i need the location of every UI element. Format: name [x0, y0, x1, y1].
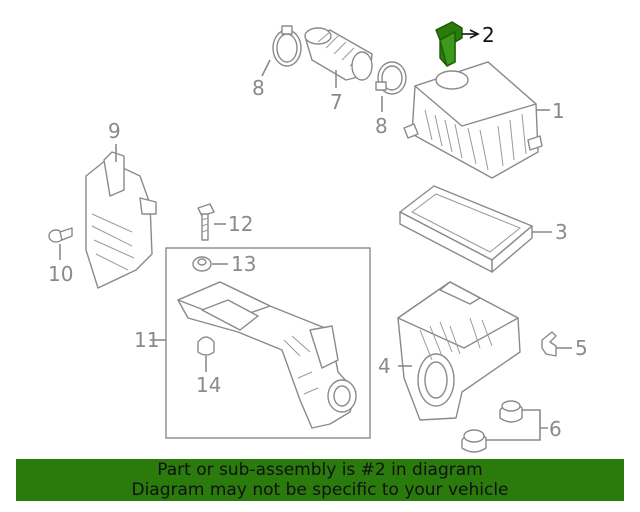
banner-line-1: Part or sub-assembly is #2 in diagram — [157, 460, 483, 480]
part-6-grommets[interactable] — [461, 400, 523, 453]
notice-banner: Part or sub-assembly is #2 in diagram Di… — [16, 459, 624, 501]
callout-6: 6 — [549, 417, 562, 441]
callout-10: 10 — [48, 262, 73, 286]
callout-3: 3 — [555, 220, 568, 244]
part-1-cover[interactable] — [403, 61, 543, 179]
callout-12: 12 — [228, 212, 253, 236]
callouts: 1 2 3 4 5 6 7 8 8 9 10 11 12 13 14 — [48, 23, 588, 441]
leader-lines — [59, 29, 572, 441]
part-2-sensor[interactable] — [435, 21, 463, 67]
callout-14: 14 — [196, 373, 221, 397]
callout-4: 4 — [378, 354, 391, 378]
callout-13: 13 — [231, 252, 256, 276]
callout-8-left: 8 — [252, 76, 265, 100]
part-5-clip[interactable] — [541, 331, 557, 357]
part-10-pin[interactable] — [48, 227, 73, 243]
part-7-intake-hose[interactable] — [304, 27, 373, 81]
callout-5: 5 — [575, 336, 588, 360]
part-12-bolt[interactable] — [197, 203, 215, 241]
part-14-grommet[interactable] — [197, 336, 215, 356]
part-13-nut[interactable] — [192, 256, 212, 272]
part-9-resonator[interactable] — [85, 151, 157, 289]
callout-11: 11 — [134, 328, 159, 352]
callout-7: 7 — [330, 90, 343, 114]
callout-8-right: 8 — [375, 114, 388, 138]
part-3-filter[interactable] — [399, 185, 533, 273]
banner-line-2: Diagram may not be specific to your vehi… — [131, 480, 509, 500]
callout-2: 2 — [482, 23, 495, 47]
callout-9: 9 — [108, 119, 121, 143]
part-4-lower-box[interactable] — [397, 281, 521, 421]
callout-1: 1 — [552, 99, 565, 123]
part-8-clamp-a[interactable] — [272, 25, 302, 67]
part-11-air-duct[interactable] — [177, 281, 357, 429]
part-8-clamp-b[interactable] — [375, 61, 407, 95]
